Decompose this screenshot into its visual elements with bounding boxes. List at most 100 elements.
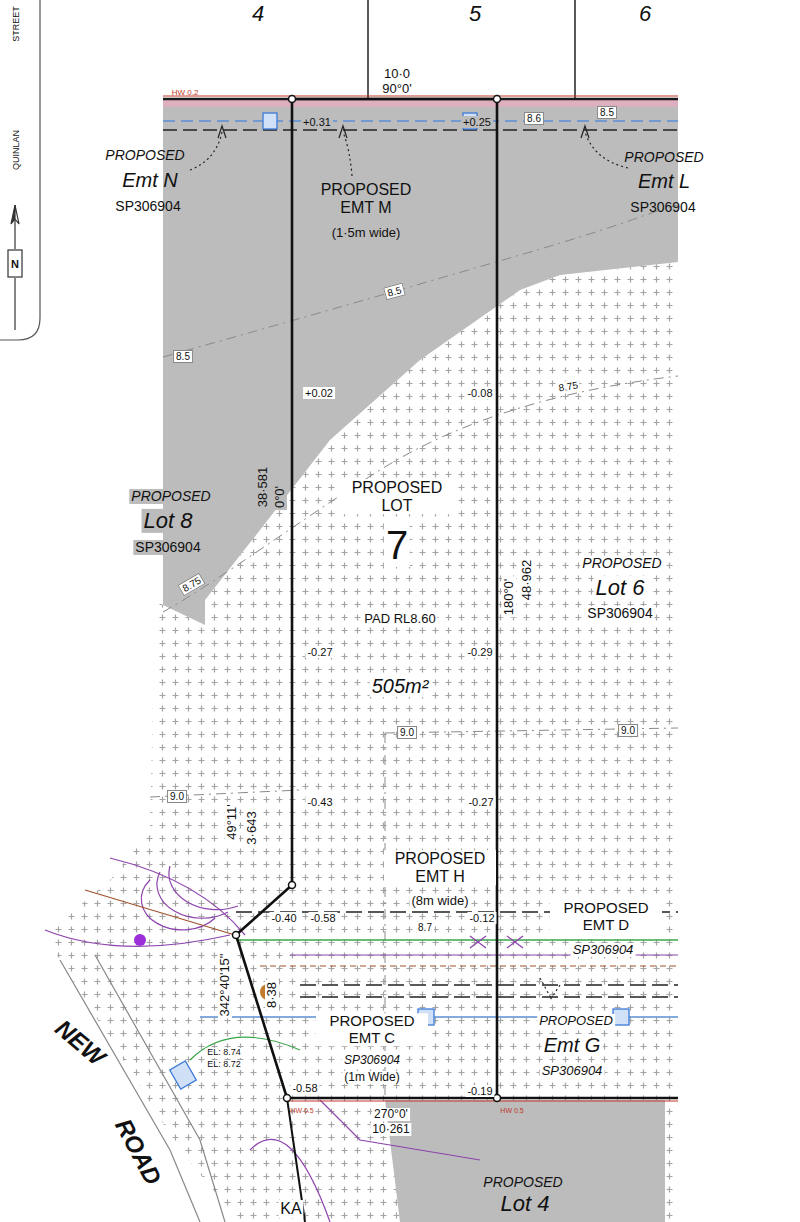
leader-line <box>339 126 347 138</box>
text-holder: 4 <box>250 2 266 26</box>
text-holder: 90°0' <box>380 79 413 97</box>
lot-divider <box>574 0 576 99</box>
text-holder: PAD RL8.60 <box>362 609 437 627</box>
text-holder: 48·962 <box>517 558 535 602</box>
road-services <box>45 930 230 946</box>
text-holder: Emt L <box>636 170 692 192</box>
text-holder: PROPOSED LOT <box>341 479 453 515</box>
text-holder: STREET <box>5 4 23 44</box>
lot-region-label: PROPOSED <box>129 489 212 504</box>
service-line <box>300 996 678 997</box>
text-holder: -0.27 <box>466 792 495 810</box>
sewer-pit <box>613 1009 629 1025</box>
easement-region-label: PROPOSED EMT C <box>316 1013 428 1046</box>
bearing: 0°0' <box>273 484 287 510</box>
text-holder: PROPOSED EMT D <box>550 900 662 934</box>
text-holder: KA <box>278 1200 303 1218</box>
text-holder: 8.7 <box>416 917 434 935</box>
text-holder: -0.27 <box>305 642 334 660</box>
dimension: 10·261 <box>370 1123 411 1136</box>
level-note: EL: 8.72 <box>205 1060 243 1070</box>
text-holder: NEW <box>49 1014 112 1073</box>
lot-divider <box>368 0 575 99</box>
text-holder: Lot 8 <box>142 509 195 533</box>
lot-region-label: 505m² <box>370 675 431 697</box>
bearing: 180°0' <box>502 577 516 618</box>
easement-region-label: SP306904 <box>342 1054 402 1067</box>
text-holder: -0.08 <box>465 383 494 401</box>
contour-value: 8.5 <box>173 350 193 363</box>
contour-value: 8.5 <box>383 283 406 301</box>
lot-region-label: PROPOSED LOT <box>341 479 453 514</box>
text-holder: -0.12 <box>467 908 496 926</box>
lot-region-label: Lot 4 <box>499 1192 552 1216</box>
lot-region-label: Lot 8 <box>142 509 195 533</box>
leader-line <box>585 132 628 168</box>
dimension: 38·581 <box>256 465 270 509</box>
contour-value: 8.75 <box>177 572 206 596</box>
grey-fill-region <box>678 0 800 1222</box>
text-holder: N <box>9 254 21 272</box>
easement-region-label: PROPOSED EMT H <box>384 850 496 885</box>
text-holder: HW 0.5 <box>288 1099 315 1117</box>
lot-boundary <box>287 1101 678 1102</box>
dimension: 3·643 <box>245 809 259 846</box>
contour-line <box>163 205 678 357</box>
text-holder: 6 <box>637 2 653 26</box>
spot-height: -0.40 <box>269 912 298 924</box>
road-services <box>169 866 238 910</box>
text-holder: 505m² <box>370 675 431 697</box>
text-holder: HW 0.5 <box>498 1099 525 1117</box>
easement-region: PROPOSED EMT CSP306904(1m Wide) <box>236 1000 497 1098</box>
north-arrow <box>8 250 22 277</box>
text-holder: PROPOSED <box>129 487 212 505</box>
north-arrow <box>8 205 22 330</box>
road-name: ROAD <box>109 1113 167 1191</box>
lot-region: PROPOSED EMT M(1·5m wide)PROPOSED EMT H(… <box>236 99 497 1098</box>
north-letter: N <box>9 258 21 270</box>
lot-region-label: Lot 6 <box>594 576 647 600</box>
contour-value: 8.6 <box>524 112 544 125</box>
text-holder: Emt G <box>542 1034 603 1056</box>
text-holder: 10·0 <box>382 64 412 82</box>
spot-height: +0.31 <box>301 116 333 128</box>
leader-line <box>581 126 589 138</box>
text-holder: SP306904 <box>540 1061 605 1079</box>
text-holder: -0.19 <box>465 1081 494 1099</box>
north-arrow <box>15 205 19 224</box>
service-line <box>163 120 678 121</box>
text-holder: -0.29 <box>465 642 494 660</box>
text-holder: 0°0' <box>270 484 288 510</box>
plan-number: SP306904 <box>540 1064 605 1078</box>
water-level: HW 0.5 <box>288 1107 315 1115</box>
text-holder: PROPOSED <box>622 148 705 166</box>
text-holder: PROPOSED EMT C <box>316 1013 428 1047</box>
easement-label: Emt L <box>636 170 692 192</box>
text-holder: 270°0' <box>372 1104 410 1122</box>
text-holder: ROAD <box>109 1113 167 1191</box>
lot-boundary <box>236 99 497 1098</box>
bearing: 49°11' <box>225 802 239 842</box>
easement-label: Emt N <box>120 169 180 191</box>
road-services <box>250 1139 330 1222</box>
text-holder: 8.6 <box>524 108 544 126</box>
survey-mark <box>233 96 501 1102</box>
dimension: 48·962 <box>520 558 534 602</box>
sewer-pit <box>170 1061 197 1089</box>
plan-number: SP306904 <box>571 943 636 957</box>
spot-height: -0.27 <box>466 796 495 808</box>
lot-region: PROPOSEDLot 4 <box>385 1100 678 1222</box>
text-holder: PROPOSED <box>481 1173 564 1191</box>
lot-region-label: 7 <box>384 523 410 567</box>
easement-label: PROPOSED EMT D <box>550 900 662 933</box>
leader-line <box>190 126 628 1000</box>
spot-height: +0.02 <box>303 387 335 399</box>
water-level: HW 0.5 <box>498 1107 525 1115</box>
road-services <box>85 890 235 935</box>
spot-height: -0.27 <box>305 646 334 658</box>
contour-value: 9.0 <box>618 724 638 737</box>
easement-label: PROPOSED <box>622 150 705 165</box>
road-services <box>110 858 245 935</box>
grey-fill-region <box>163 99 678 625</box>
plan-number: SP306904 <box>113 199 182 214</box>
